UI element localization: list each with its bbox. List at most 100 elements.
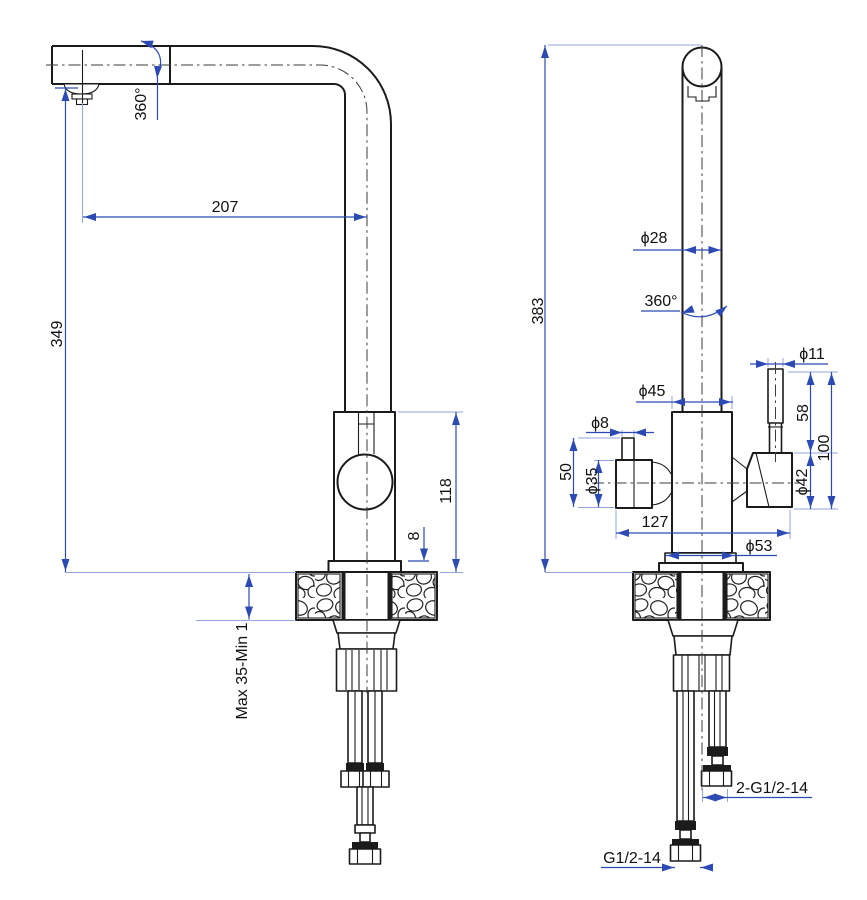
arrowhead (569, 494, 578, 506)
arrowhead (569, 439, 578, 451)
dimension-body-width: 127 (615, 510, 791, 539)
hose-highlights (713, 691, 721, 747)
left-neck-curves (651, 461, 672, 506)
nut-slots (345, 650, 388, 690)
dimension-total-height: 383 (530, 44, 701, 573)
right-handle-facets (731, 452, 770, 508)
hose-highlights (682, 691, 690, 821)
arrowhead (245, 575, 253, 587)
right-handle (746, 452, 793, 508)
knob-height-label: 50 (558, 463, 575, 481)
hose-highlights (361, 787, 369, 825)
hose-neck (711, 755, 724, 766)
base-dia-label: ϕ53 (746, 538, 773, 555)
rotation-right: 360° (641, 293, 730, 318)
dimension-handle-height: 100 (816, 372, 836, 509)
arrowhead (153, 65, 163, 79)
arrowhead (420, 548, 428, 561)
hex-nut (362, 770, 390, 788)
nut-facets (708, 771, 725, 786)
stone-hatch (391, 573, 436, 619)
lever-dia-label: ϕ11 (799, 346, 825, 363)
arrowhead (783, 360, 795, 368)
body-dia-label: ϕ45 (639, 383, 666, 400)
spout-centerline (46, 64, 368, 693)
flange-height-label: 8 (406, 531, 423, 540)
left-knob (621, 437, 635, 461)
arrowhead (806, 373, 815, 385)
mount-collar (673, 635, 733, 656)
handle-height-label: 100 (816, 435, 833, 462)
spout-outer-edge (52, 45, 392, 412)
arrowhead (610, 428, 622, 437)
undercounter-left (332, 619, 401, 865)
hose-long (676, 690, 695, 822)
dimension-thread-single: G1/2-14 (601, 850, 713, 872)
spout-inner-edge (52, 83, 346, 412)
shank-walls (341, 572, 392, 620)
knob-dia-label: ϕ8 (591, 415, 609, 432)
hex-nut (348, 848, 382, 865)
arrowhead (61, 559, 70, 571)
dimension-lever-height: 58 (788, 371, 838, 510)
arrowhead (708, 246, 721, 254)
dimension-left-handle-dia: ϕ35 (584, 460, 614, 507)
shank-walls (677, 572, 727, 620)
dimension-base-dia: ϕ53 (666, 538, 777, 560)
dimension-knob-height: 50 (558, 437, 620, 508)
dimension-thread-pair: 2-G1/2-14 (702, 780, 812, 802)
arrowhead (245, 606, 253, 619)
arrowhead (354, 213, 366, 221)
hex-nut (700, 770, 733, 787)
stone-hatch (297, 573, 341, 619)
dimension-mount-range: Max 35-Min 1 (234, 574, 253, 719)
valve-circle (336, 453, 394, 511)
body-width-label: 127 (642, 514, 669, 531)
lever-pipe-lower (768, 423, 783, 453)
arrowhead (714, 793, 727, 802)
base-flange (327, 560, 402, 574)
mount-cone (667, 619, 739, 637)
hose-collar (366, 763, 384, 771)
stone-hatch (634, 573, 678, 619)
arrowhead (701, 863, 713, 872)
hose-neck (679, 829, 692, 840)
arrowhead (684, 246, 696, 254)
hose-collar (346, 763, 364, 771)
arrowhead (827, 496, 836, 508)
spout-pipe-dia-label: ϕ28 (641, 230, 668, 247)
hose-collar (354, 824, 376, 834)
arrowhead (777, 529, 789, 537)
left-view: 349 207 360° 118 8 (46, 37, 463, 865)
arrowhead (541, 46, 549, 58)
arrowhead (662, 863, 674, 872)
arrowhead (452, 413, 460, 425)
dimension-spout-pipe-dia: ϕ28 (633, 230, 721, 254)
left-handle-dia-label: ϕ35 (584, 468, 601, 495)
faucet-body-left (327, 411, 402, 574)
nut-cap (352, 842, 378, 849)
nut-slots (681, 655, 723, 691)
inner-tube (357, 412, 375, 454)
total-height-label: 383 (530, 298, 547, 325)
arrowhead (756, 360, 768, 368)
centerlines-left (46, 64, 368, 693)
arrowhead (594, 494, 603, 506)
lever-height-label: 58 (795, 404, 812, 422)
arrowhead (84, 213, 96, 221)
arrowhead (704, 793, 716, 802)
arrowhead (827, 373, 836, 385)
thread-single-label: G1/2-14 (603, 850, 661, 867)
arrowhead (634, 428, 646, 437)
rotation-left: 360° (133, 37, 163, 121)
nut-cap (703, 765, 731, 771)
nut-facets (677, 845, 694, 861)
body-height-label: 118 (438, 478, 455, 504)
dimension-spout-reach: 207 (82, 103, 367, 223)
dimension-lever-dia: ϕ11 (750, 346, 828, 368)
arrowhead (806, 496, 815, 508)
dimension-knob-dia: ϕ8 (586, 415, 654, 437)
hose-collar (707, 747, 728, 756)
